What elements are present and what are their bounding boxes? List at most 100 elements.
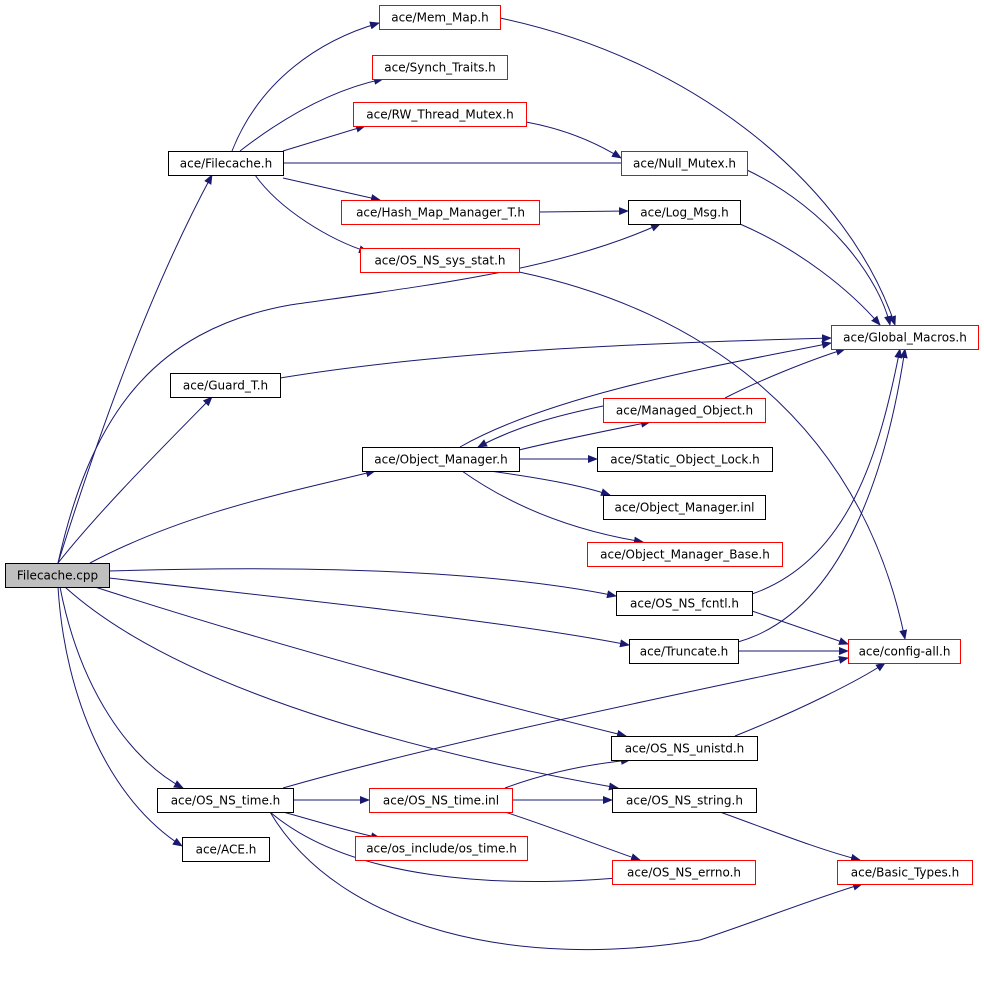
edge-object-manager-h-to-managed-object-h — [518, 419, 651, 451]
node-label: ace/config-all.h — [859, 645, 951, 659]
node-box — [612, 860, 756, 885]
node-layer: Filecache.cpp ace/Filecache.h ace/Mem_Map.… — [5, 5, 979, 885]
edge-os-ns-time-inl-to-os-ns-errno-h — [504, 811, 641, 861]
edge-null-mutex-h-to-global-macros-h — [746, 169, 892, 326]
node-box — [587, 542, 783, 567]
node-managed-object-h[interactable]: ace/Managed_Object.h — [603, 398, 766, 423]
node-label: ace/Object_Manager_Base.h — [600, 548, 770, 562]
edge-filecache-h-to-hash-map-manager-t-h — [282, 177, 381, 202]
edge-os-ns-time-h-to-basic-types-h — [269, 811, 863, 951]
node-label: ace/os_include/os_time.h — [366, 842, 517, 856]
node-ace-h[interactable]: ace/ACE.h — [182, 837, 270, 862]
node-global-macros-h[interactable]: ace/Global_Macros.h — [831, 325, 979, 350]
edge-filecache-h-to-rw-thread-mutex-h — [282, 124, 366, 152]
node-box — [362, 447, 520, 472]
edge-filecache-cpp-to-log-msg-h — [57, 223, 661, 564]
node-box — [831, 325, 979, 350]
edge-os-ns-sys-stat-h-to-config-all-h — [518, 271, 908, 640]
node-mem-map-h[interactable]: ace/Mem_Map.h — [379, 5, 501, 30]
edge-managed-object-h-to-global-macros-h — [724, 347, 846, 399]
node-label: ace/OS_NS_string.h — [626, 794, 743, 808]
node-truncate-h[interactable]: ace/Truncate.h — [629, 639, 739, 664]
node-box — [612, 788, 757, 813]
node-basic-types-h[interactable]: ace/Basic_Types.h — [837, 860, 973, 885]
node-os-ns-errno-h[interactable]: ace/OS_NS_errno.h — [612, 860, 756, 885]
edge-filecache-cpp-to-truncate-h — [108, 577, 630, 648]
edge-object-manager-h-to-global-macros-h — [459, 340, 832, 448]
node-hash-map-manager-t-h[interactable]: ace/Hash_Map_Manager_T.h — [341, 200, 540, 225]
node-box — [341, 200, 540, 225]
node-label: ace/Object_Manager.inl — [614, 501, 754, 515]
edge-os-ns-time-h-to-config-all-h — [282, 655, 849, 789]
node-label: ace/OS_NS_sys_stat.h — [374, 254, 505, 268]
edge-truncate-h-to-global-macros-h — [737, 348, 908, 643]
node-label: ace/Object_Manager.h — [374, 453, 507, 467]
edge-filecache-cpp-to-os-ns-fcntl-h — [108, 568, 617, 599]
node-label: ace/Log_Msg.h — [640, 206, 728, 220]
edge-filecache-h-to-synch-traits-h — [239, 76, 384, 152]
node-box — [5, 563, 110, 588]
edge-os-ns-time-h-to-os-ns-errno-h — [269, 811, 639, 882]
edge-managed-object-h-to-object-manager-h — [477, 405, 604, 448]
node-box — [157, 788, 294, 813]
node-label: ace/Managed_Object.h — [616, 404, 753, 418]
node-object-manager-h[interactable]: ace/Object_Manager.h — [362, 447, 520, 472]
node-box — [616, 591, 753, 616]
node-static-object-lock-h[interactable]: ace/Static_Object_Lock.h — [597, 447, 773, 472]
node-label: ace/OS_NS_time.h — [171, 794, 281, 808]
node-box — [603, 495, 766, 520]
edge-log-msg-h-to-global-macros-h — [739, 223, 881, 326]
node-box — [597, 447, 773, 472]
node-os-ns-time-inl[interactable]: ace/OS_NS_time.inl — [369, 788, 513, 813]
node-label: ace/OS_NS_time.inl — [383, 794, 499, 808]
node-box — [369, 788, 513, 813]
node-os-ns-string-h[interactable]: ace/OS_NS_string.h — [612, 788, 757, 813]
node-config-all-h[interactable]: ace/config-all.h — [848, 639, 961, 664]
node-log-msg-h[interactable]: ace/Log_Msg.h — [628, 200, 741, 225]
node-box — [360, 248, 520, 273]
edge-filecache-cpp-to-os-ns-time-h — [59, 586, 184, 789]
edge-object-manager-h-to-object-manager-inl — [489, 470, 611, 496]
node-guard-t-h[interactable]: ace/Guard_T.h — [170, 373, 281, 398]
edge-filecache-h-to-mem-map-h — [231, 21, 380, 152]
edge-object-manager-h-to-object-manager-base-h — [461, 470, 644, 545]
node-synch-traits-h[interactable]: ace/Synch_Traits.h — [372, 55, 508, 80]
node-null-mutex-h[interactable]: ace/Null_Mutex.h — [621, 151, 748, 176]
node-label: ace/OS_NS_unistd.h — [625, 742, 745, 756]
node-box — [379, 5, 501, 30]
node-filecache-cpp: Filecache.cpp — [5, 563, 110, 588]
node-label: ace/Static_Object_Lock.h — [610, 453, 760, 467]
edge-os-ns-time-inl-to-os-ns-unistd-h — [504, 756, 631, 789]
node-label: ace/Global_Macros.h — [843, 331, 967, 345]
node-label: ace/ACE.h — [196, 843, 257, 857]
node-label: Filecache.cpp — [17, 569, 98, 583]
edge-hash-map-manager-t-h-to-log-msg-h — [538, 207, 629, 216]
node-box — [621, 151, 748, 176]
edge-filecache-cpp-to-ace-h — [57, 586, 183, 847]
node-box — [837, 860, 973, 885]
edge-filecache-h-to-os-ns-sys-stat-h — [254, 174, 369, 254]
node-box — [168, 151, 284, 176]
node-os-ns-sys-stat-h[interactable]: ace/OS_NS_sys_stat.h — [360, 248, 520, 273]
edge-layer — [57, 17, 908, 951]
node-os-ns-fcntl-h[interactable]: ace/OS_NS_fcntl.h — [616, 591, 753, 616]
node-box — [182, 837, 270, 862]
node-box — [353, 102, 527, 127]
node-os-ns-unistd-h[interactable]: ace/OS_NS_unistd.h — [611, 736, 758, 761]
node-label: ace/Filecache.h — [180, 157, 272, 171]
node-os-include-os-time-h[interactable]: ace/os_include/os_time.h — [355, 836, 528, 861]
node-os-ns-time-h[interactable]: ace/OS_NS_time.h — [157, 788, 294, 813]
node-object-manager-inl[interactable]: ace/Object_Manager.inl — [603, 495, 766, 520]
node-filecache-h[interactable]: ace/Filecache.h — [168, 151, 284, 176]
node-box — [355, 836, 528, 861]
node-rw-thread-mutex-h[interactable]: ace/RW_Thread_Mutex.h — [353, 102, 527, 127]
edge-mem-map-h-to-global-macros-h — [499, 17, 896, 326]
node-object-manager-base-h[interactable]: ace/Object_Manager_Base.h — [587, 542, 783, 567]
node-box — [629, 639, 739, 664]
edge-guard-t-h-to-global-macros-h — [279, 334, 832, 379]
node-label: ace/Basic_Types.h — [851, 866, 959, 880]
edge-os-ns-time-h-to-os-include-os-time-h — [282, 811, 381, 841]
node-label: ace/Guard_T.h — [183, 379, 268, 393]
node-label: ace/OS_NS_errno.h — [627, 866, 741, 880]
